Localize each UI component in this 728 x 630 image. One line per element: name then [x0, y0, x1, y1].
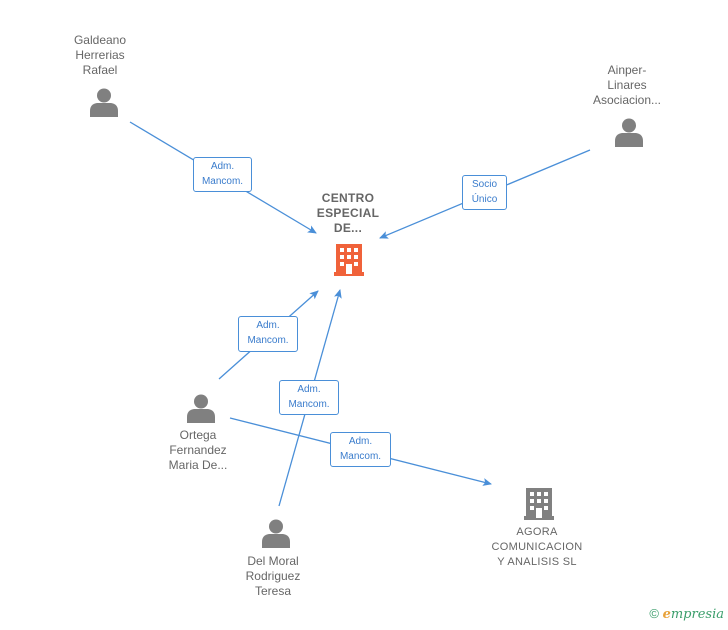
delmoral-label-line-1: Del Moral — [247, 554, 299, 568]
person-label-galdeano[interactable]: Galdeano Herrerias Rafael — [50, 33, 150, 78]
galdeano-label-line-3: Rafael — [82, 63, 118, 77]
company-label-agora[interactable]: AGORA COMUNICACION Y ANALISIS SL — [476, 525, 598, 570]
edge-label-line: Mancom. — [288, 399, 330, 410]
edge-label-line: Único — [471, 194, 498, 205]
edge-label-delmoral-center[interactable]: Adm. Mancom. — [279, 380, 339, 415]
brand-logo-rest: mpresia — [670, 607, 724, 622]
edge-label-line: Adm. — [256, 320, 280, 331]
edge-label-line: Adm. — [348, 436, 373, 447]
person-label-delmoral[interactable]: Del Moral Rodriguez Teresa — [223, 554, 323, 599]
center-company-label[interactable]: CENTRO ESPECIAL DE... — [298, 191, 398, 236]
person-icon[interactable] — [89, 87, 119, 117]
person-icon[interactable] — [614, 117, 644, 147]
ainper-label-line-3: Asociacion... — [592, 93, 662, 107]
empresia-watermark: © empresia — [649, 606, 724, 622]
agora-label-line-1: AGORA — [516, 526, 558, 538]
edge-label-ortega-center[interactable]: Adm. Mancom. — [238, 316, 298, 352]
ainper-label-line-2: Linares — [607, 78, 647, 92]
agora-label-line-2: COMUNICACION — [491, 541, 583, 553]
delmoral-label-line-3: Teresa — [254, 584, 292, 598]
person-label-ortega[interactable]: Ortega Fernandez Maria De... — [148, 428, 248, 473]
edge-label-line: Mancom. — [339, 451, 382, 462]
edge-label-line: Mancom. — [201, 176, 244, 187]
copyright-symbol: © — [649, 606, 659, 621]
edge-label-ainper-center[interactable]: Socio Único — [462, 175, 507, 210]
galdeano-label-line-2: Herrerias — [75, 48, 125, 62]
galdeano-label-line-1: Galdeano — [73, 33, 127, 47]
center-label-line-2: ESPECIAL — [316, 206, 380, 220]
edge-label-ortega-agora[interactable]: Adm. Mancom. — [330, 432, 391, 467]
ortega-label-line-3: Maria De... — [168, 458, 228, 472]
person-label-ainper[interactable]: Ainper- Linares Asociacion... — [577, 63, 677, 108]
edge-label-line: Adm. — [297, 384, 321, 395]
edge-label-line: Socio — [471, 179, 497, 190]
person-icon[interactable] — [186, 393, 216, 423]
person-icon[interactable] — [261, 518, 291, 548]
ortega-label-line-2: Fernandez — [169, 443, 227, 457]
edge-label-galdeano-center[interactable]: Adm. Mancom. — [193, 157, 252, 192]
center-label-line-1: CENTRO — [321, 191, 375, 205]
edge-label-line: Adm. — [210, 161, 235, 172]
center-label-line-3: DE... — [333, 221, 363, 235]
building-icon[interactable] — [524, 486, 554, 520]
ortega-label-line-1: Ortega — [179, 428, 217, 442]
delmoral-label-line-2: Rodriguez — [245, 569, 301, 583]
edge-label-line: Mancom. — [247, 335, 289, 346]
building-icon[interactable] — [334, 242, 364, 276]
brand-logo-e: e — [662, 607, 671, 622]
agora-label-line-3: Y ANALISIS SL — [497, 556, 577, 568]
ainper-label-line-1: Ainper- — [607, 63, 647, 77]
